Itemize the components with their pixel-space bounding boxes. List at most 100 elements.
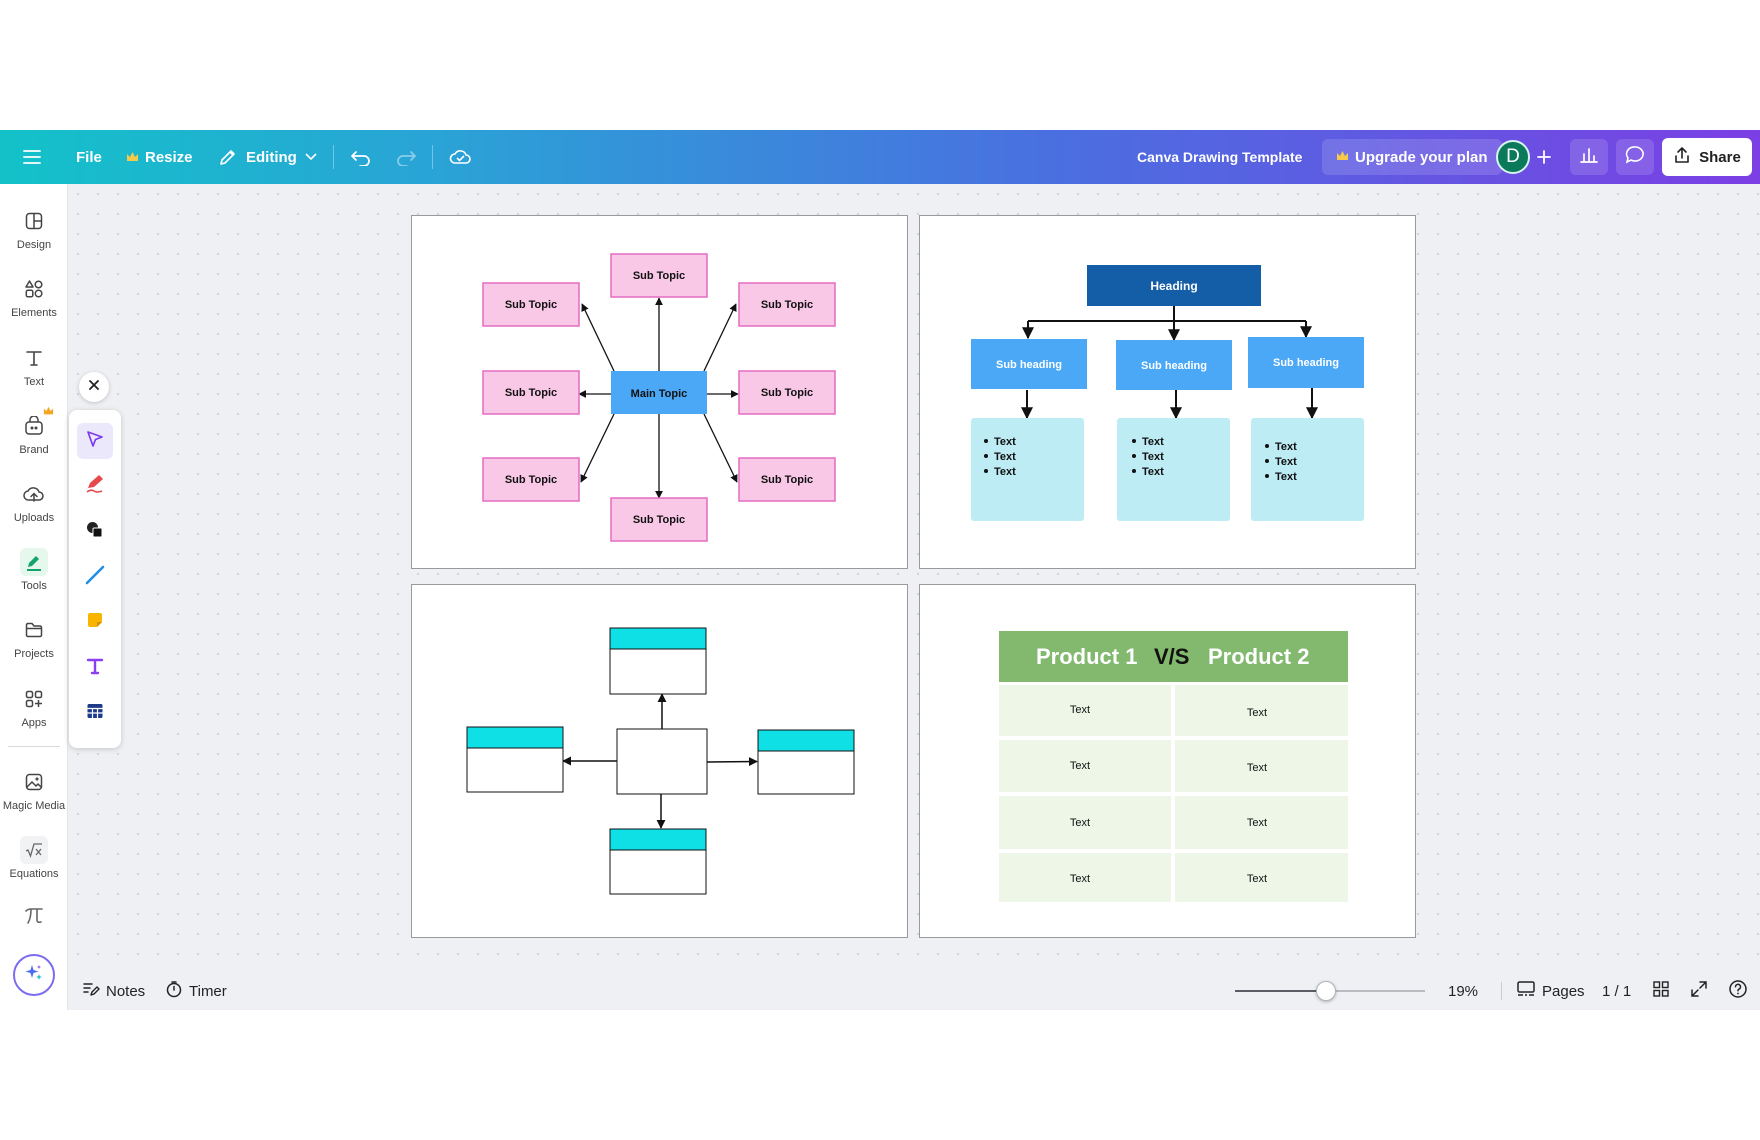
zoom-level[interactable]: 19% bbox=[1448, 972, 1478, 1010]
text-tool-button[interactable] bbox=[77, 650, 113, 686]
sub-heading-node[interactable] bbox=[971, 339, 1087, 389]
sub-heading-node[interactable] bbox=[1248, 337, 1364, 388]
elements-icon bbox=[20, 275, 48, 303]
sidebar-item-apps[interactable]: Apps bbox=[0, 685, 68, 745]
sidebar-item-tools[interactable]: Tools bbox=[0, 548, 68, 608]
page-panel-mindmap[interactable]: Main Topic Sub Topic Sub Topic Sub Topic… bbox=[411, 215, 908, 569]
flow-box-left[interactable] bbox=[466, 726, 564, 793]
grid-view-button[interactable] bbox=[1652, 972, 1670, 1010]
flow-box-center[interactable] bbox=[616, 728, 708, 795]
bullet-text: Text bbox=[1275, 456, 1297, 468]
cloud-saved-icon[interactable] bbox=[449, 130, 471, 184]
bullet-box[interactable] bbox=[971, 418, 1084, 521]
equations-icon bbox=[20, 836, 48, 864]
sidebar-item-magic-media[interactable]: Magic Media bbox=[0, 768, 68, 828]
sub-topic-node[interactable] bbox=[610, 253, 708, 298]
select-tool-button[interactable] bbox=[77, 423, 113, 459]
sub-topic-label: Sub Topic bbox=[505, 299, 557, 311]
sidebar-item-equations[interactable]: Equations bbox=[0, 836, 68, 896]
sub-topic-node[interactable] bbox=[738, 457, 836, 502]
sidebar-item-uploads[interactable]: Uploads bbox=[0, 480, 68, 540]
sidebar-item-design[interactable]: Design bbox=[0, 207, 68, 267]
pages-button[interactable]: Pages bbox=[1516, 972, 1585, 1010]
pen-icon bbox=[84, 473, 106, 500]
zoom-slider-handle[interactable] bbox=[1316, 981, 1337, 1001]
upgrade-label: Upgrade your plan bbox=[1355, 148, 1488, 166]
comment-icon bbox=[1625, 145, 1645, 170]
page-panel-flow[interactable] bbox=[411, 584, 908, 938]
cell-text: Text bbox=[1247, 817, 1267, 829]
fullscreen-button[interactable] bbox=[1690, 972, 1708, 1010]
bullet-text: Text bbox=[994, 436, 1016, 448]
help-button[interactable] bbox=[1728, 972, 1748, 1010]
sub-heading-node[interactable] bbox=[1116, 340, 1232, 390]
crown-icon bbox=[1336, 149, 1349, 166]
page-panel-comparison[interactable]: Product 1 V/S Product 2 Text Text Text bbox=[919, 584, 1416, 938]
sidebar-item-projects[interactable]: Projects bbox=[0, 616, 68, 676]
flow-box-bottom[interactable] bbox=[609, 828, 707, 895]
sidebar-item-brand[interactable]: Brand bbox=[0, 406, 68, 472]
table-cell[interactable] bbox=[1175, 685, 1348, 736]
sub-heading-label: Sub heading bbox=[996, 359, 1062, 371]
sidebar-item-label: Elements bbox=[11, 307, 57, 319]
table-cell[interactable] bbox=[999, 685, 1171, 736]
pen-tool-button[interactable] bbox=[77, 468, 113, 504]
notes-icon bbox=[82, 980, 100, 1002]
design-canvas[interactable]: Main Topic Sub Topic Sub Topic Sub Topic… bbox=[68, 184, 1760, 972]
upgrade-plan-button[interactable]: Upgrade your plan bbox=[1322, 139, 1502, 175]
add-collaborator-button[interactable] bbox=[1536, 130, 1552, 184]
sticky-note-tool-button[interactable] bbox=[77, 604, 113, 640]
page-panel-org-chart[interactable]: Heading Sub heading Sub heading Sub head… bbox=[919, 215, 1416, 569]
redo-button[interactable] bbox=[395, 130, 417, 184]
bullet-box[interactable] bbox=[1117, 418, 1230, 521]
heading-node[interactable] bbox=[1087, 265, 1261, 306]
menu-icon[interactable] bbox=[22, 130, 42, 184]
file-menu[interactable]: File bbox=[76, 130, 102, 184]
table-cell[interactable] bbox=[1175, 740, 1348, 792]
sub-topic-node[interactable] bbox=[610, 497, 708, 542]
pi-icon bbox=[20, 902, 48, 930]
flow-box-right[interactable] bbox=[757, 729, 855, 795]
close-draw-tools-button[interactable] bbox=[79, 372, 109, 402]
table-cell[interactable] bbox=[999, 740, 1171, 792]
bullet-text: Text bbox=[994, 466, 1016, 478]
sub-topic-node[interactable] bbox=[482, 282, 580, 327]
sidebar-item-elements[interactable]: Elements bbox=[0, 275, 68, 335]
sub-topic-node[interactable] bbox=[482, 457, 580, 502]
editing-mode-dropdown[interactable]: Editing bbox=[218, 130, 317, 184]
table-cell[interactable] bbox=[999, 796, 1171, 849]
table-cell[interactable] bbox=[1175, 796, 1348, 849]
comments-button[interactable] bbox=[1616, 139, 1654, 175]
canva-editor: File Resize Editing C bbox=[0, 130, 1760, 1010]
cell-text: Text bbox=[1070, 873, 1090, 885]
pages-icon bbox=[1516, 980, 1536, 1002]
sub-topic-node[interactable] bbox=[738, 282, 836, 327]
magic-assistant-button[interactable] bbox=[13, 954, 55, 996]
comparison-header[interactable] bbox=[999, 631, 1348, 682]
sidebar-item-pi[interactable] bbox=[0, 902, 68, 962]
table-tool-button[interactable] bbox=[77, 695, 113, 731]
notes-button[interactable]: Notes bbox=[82, 972, 145, 1010]
share-button[interactable]: Share bbox=[1662, 138, 1752, 176]
document-title[interactable]: Canva Drawing Template bbox=[1137, 130, 1302, 184]
table-cell[interactable] bbox=[999, 853, 1171, 902]
sub-topic-node[interactable] bbox=[738, 370, 836, 415]
sidebar-item-text[interactable]: Text bbox=[0, 344, 68, 404]
main-topic-node[interactable] bbox=[611, 371, 707, 414]
bullet-box[interactable] bbox=[1251, 418, 1364, 521]
resize-button[interactable]: Resize bbox=[126, 130, 193, 184]
flow-box-top[interactable] bbox=[609, 627, 707, 695]
shapes-tool-button[interactable] bbox=[77, 514, 113, 550]
sub-heading-label: Sub heading bbox=[1141, 360, 1207, 372]
table-cell[interactable] bbox=[1175, 853, 1348, 902]
undo-button[interactable] bbox=[350, 130, 372, 184]
page-count: 1 / 1 bbox=[1602, 982, 1632, 1000]
insights-button[interactable] bbox=[1570, 139, 1608, 175]
divider bbox=[333, 145, 334, 169]
sub-topic-node[interactable] bbox=[482, 370, 580, 415]
zoom-slider[interactable] bbox=[1235, 981, 1425, 1001]
share-icon bbox=[1673, 146, 1691, 168]
timer-button[interactable]: Timer bbox=[165, 972, 227, 1010]
line-tool-button[interactable] bbox=[77, 559, 113, 595]
avatar[interactable]: D bbox=[1496, 140, 1530, 174]
